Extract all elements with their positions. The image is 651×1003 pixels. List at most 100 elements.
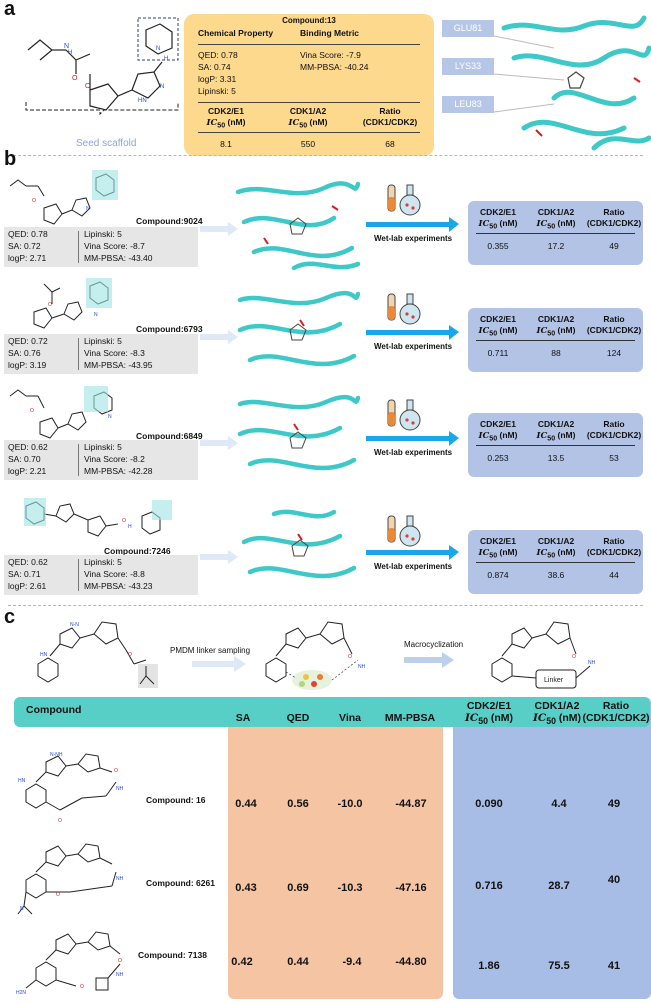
mm-pbsa: MM-PBSA: -42.28 <box>84 466 153 476</box>
flask-icon <box>387 399 421 431</box>
wetlab-label-2: Wet-lab experiments <box>374 342 453 351</box>
panel-label-c: c <box>4 606 16 628</box>
cdk2-6261: 0.716 <box>475 880 503 892</box>
value-ratio: 53 <box>609 453 619 463</box>
table-header-bar <box>14 697 650 727</box>
light-arrow-2 <box>200 330 238 344</box>
vina-score: Vina Score: -8.3 <box>84 348 145 358</box>
svg-text:O: O <box>114 768 118 774</box>
qed-16: 0.56 <box>287 798 309 810</box>
flask-icon <box>387 184 421 216</box>
residue-lys33: LYS33 <box>442 58 494 75</box>
protein-structure-6849 <box>234 394 360 484</box>
wetlab-arrow-4 <box>366 545 459 560</box>
mm-pbsa: MM-PBSA: -43.23 <box>84 581 153 591</box>
wetlab-label-4: Wet-lab experiments <box>374 562 453 571</box>
chem-prop-header: Chemical Property <box>198 28 274 38</box>
svg-text:NH: NH <box>116 786 124 792</box>
wetlab-label-3: Wet-lab experiments <box>374 448 453 457</box>
svg-text:HN: HN <box>40 652 48 658</box>
protein-structure-9024 <box>234 178 360 274</box>
binding-vina: Vina Score: -7.9 <box>300 50 361 60</box>
svg-text:N-N: N-N <box>70 622 79 628</box>
value-cdk2: 8.1 <box>220 139 232 149</box>
value-cdk1: 17.2 <box>547 241 565 251</box>
value-ratio: 68 <box>385 139 395 149</box>
svg-text:O: O <box>128 652 132 658</box>
wetlab-arrow-3 <box>366 431 459 446</box>
value-cdk1: 38.6 <box>547 570 565 580</box>
logp: logP: 2.61 <box>8 581 47 591</box>
col-ratio: Ratio(CDK1/CDK2) <box>362 106 418 127</box>
light-arrow-c1 <box>192 656 246 672</box>
mm-pbsa: MM-PBSA: -43.95 <box>84 360 153 370</box>
qed: QED: 0.78 <box>8 229 48 239</box>
wetlab-arrow-1 <box>366 217 459 232</box>
activity-column-bg <box>453 697 651 999</box>
seed-molecule-c: N-N HN O <box>30 614 180 692</box>
sa-16: 0.44 <box>235 798 257 810</box>
sa-6261: 0.43 <box>235 882 257 894</box>
flask-icon <box>387 515 421 547</box>
col-ratio: Ratio(CDK1/CDK2) <box>586 207 642 228</box>
value-cdk2: 0.253 <box>487 453 509 463</box>
value-ratio: 44 <box>609 570 619 580</box>
mm-pbsa: MM-PBSA: -43.40 <box>84 253 153 263</box>
svg-text:N: N <box>94 312 98 318</box>
value-cdk2: 0.711 <box>487 348 509 358</box>
compound-title: Compound:13 <box>282 16 336 25</box>
qed: QED: 0.62 <box>8 442 48 452</box>
props-box-7246: QED: 0.62 SA: 0.71 logP: 2.61 Lipinski: … <box>4 555 198 595</box>
prop-lipinski: Lipinski: 5 <box>198 86 236 96</box>
lipinski: Lipinski: 5 <box>84 229 122 239</box>
sa-7138: 0.42 <box>231 956 253 968</box>
cdk1-6261: 28.7 <box>548 880 570 892</box>
svg-text:HN: HN <box>18 778 26 784</box>
mmpbsa-7138: -44.80 <box>395 956 427 968</box>
cdk1-7138: 75.5 <box>548 960 570 972</box>
th-sa: SA <box>235 712 251 724</box>
linker-label: Linker <box>544 677 564 684</box>
sa: SA: 0.70 <box>8 454 41 464</box>
residue-leu83: LEU83 <box>442 96 494 113</box>
svg-text:N: N <box>108 414 112 420</box>
compound-name-9024: Compound:9024 <box>136 216 203 226</box>
props-box-6849: QED: 0.62 SA: 0.70 logP: 2.21 Lipinski: … <box>4 440 198 480</box>
protein-structure-a <box>494 8 651 156</box>
bottom-rule <box>198 132 420 133</box>
step-macrocyclization-label: Macrocyclization <box>404 640 464 649</box>
value-ratio: 124 <box>606 348 622 358</box>
cdk2-7138: 1.86 <box>478 960 500 972</box>
vina-score: Vina Score: -8.2 <box>84 454 145 464</box>
mid-rule <box>198 102 420 103</box>
ratio-7138: 41 <box>607 960 621 972</box>
light-arrow-3 <box>200 436 238 450</box>
svg-text:O: O <box>30 408 34 414</box>
prop-sa: SA: 0.74 <box>198 62 231 72</box>
seed-molecule-13: H N O O HN N H N <box>20 10 180 130</box>
light-arrow-c2 <box>404 652 454 668</box>
qed-7138: 0.44 <box>287 956 309 968</box>
svg-text:H: H <box>68 50 72 56</box>
compound-13-card: Compound:13 Chemical Property Binding Me… <box>184 14 434 156</box>
prop-logp: logP: 3.31 <box>198 74 237 84</box>
compound-name-6261: Compound: 6261 <box>146 878 215 888</box>
step-pmdm-label: PMDM linker sampling <box>170 646 251 655</box>
svg-text:NH: NH <box>116 876 124 882</box>
svg-text:N: N <box>86 206 90 212</box>
value-cdk2: 0.355 <box>487 241 509 251</box>
th-compound: Compound <box>26 704 82 716</box>
